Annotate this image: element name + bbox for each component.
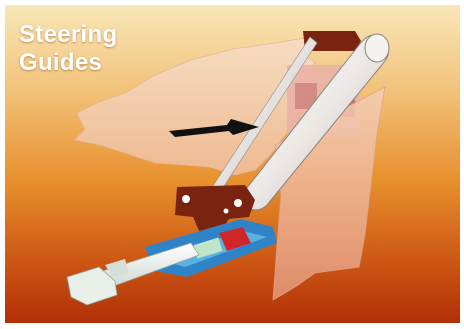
bracket-bolt-right [234,199,242,207]
steering-guide-illustration: Steering Guides [5,5,460,323]
main-roller-end [365,34,389,62]
title-line-2: Guides [19,50,102,76]
bracket-bolt-small [224,209,229,214]
bracket-bolt-left [182,195,190,203]
title-line-1: Steering [19,22,117,48]
